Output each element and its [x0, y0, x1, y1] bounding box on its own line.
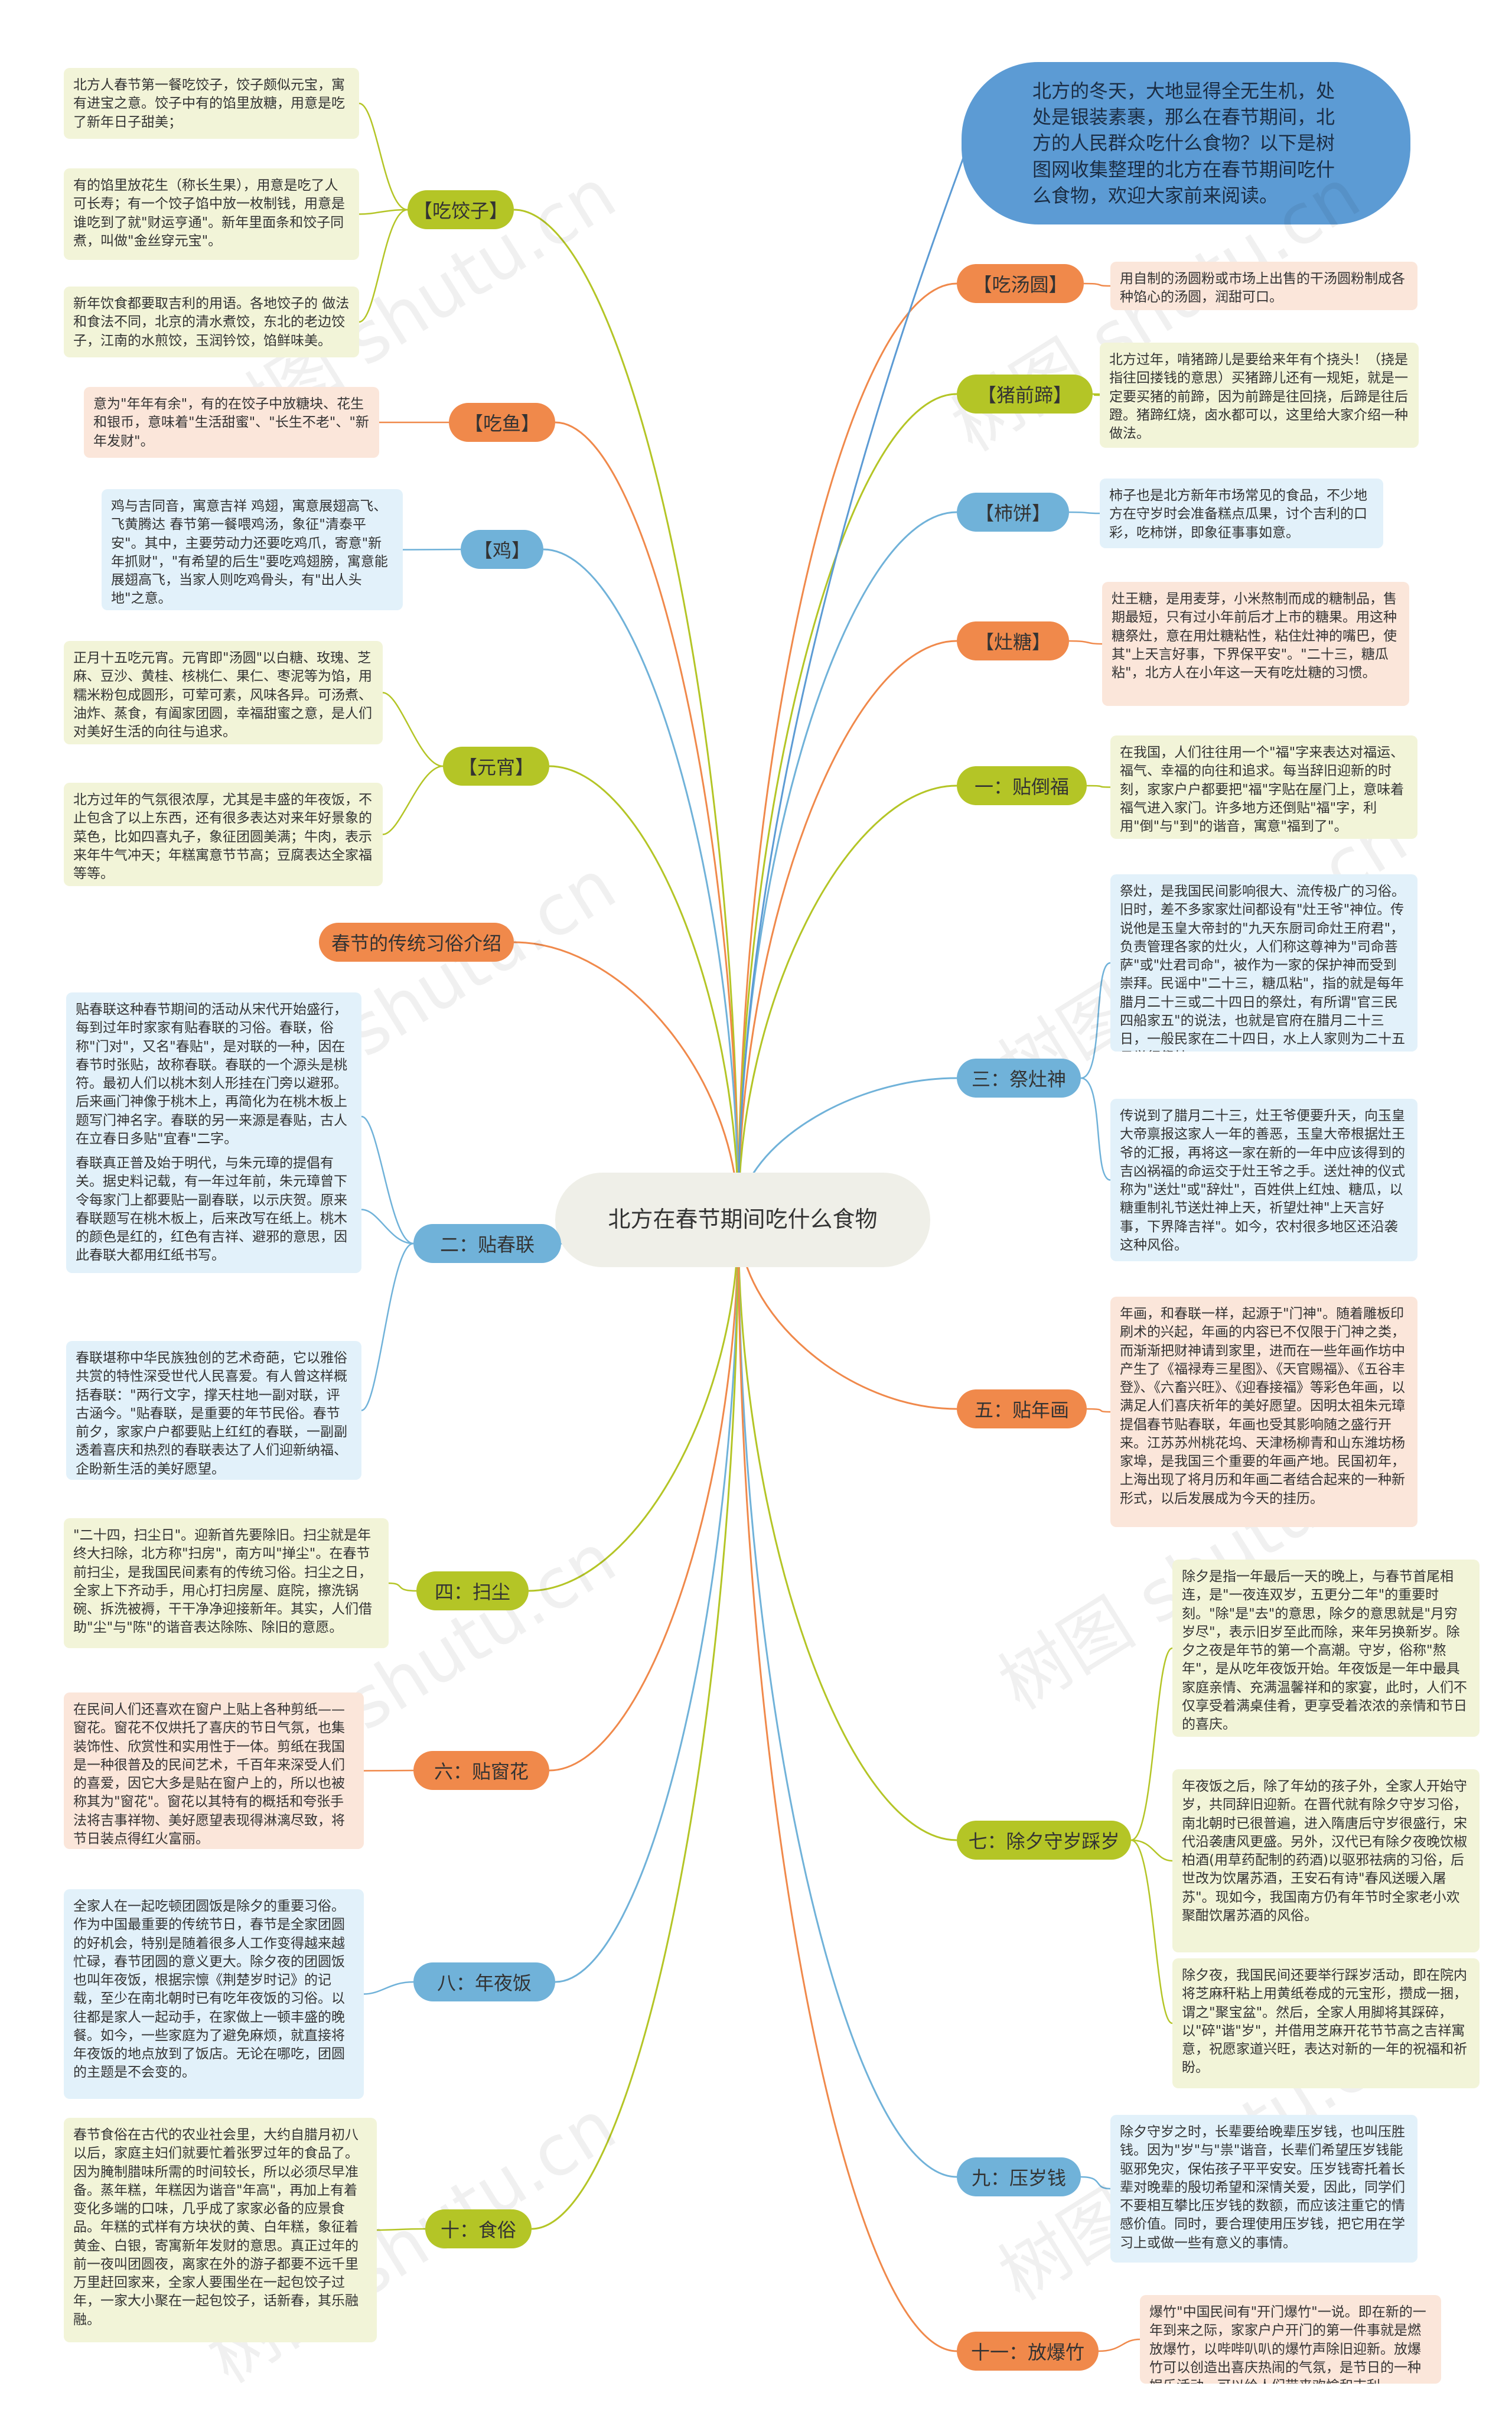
right-note-7-2: 除夕夜，我国民间还要举行踩岁活动，即在院内将芝麻秆粘上用黄纸卷成的元宝形，攒成一…	[1172, 1958, 1480, 2088]
right-note-link-3-0	[1068, 640, 1103, 645]
left-note-6-0: "二十四，扫尘日"。迎新首先要除旧。扫尘就是年终大扫除，北方称"扫房"，南方叫"…	[64, 1518, 389, 1648]
left-note-link-3-1	[382, 765, 444, 835]
left-note-0-2: 新年饮食都要取吉利的用语。各地饺子的 做法和食法不同，北京的清水煮饺，东北的老边…	[64, 287, 359, 357]
left-branch-6: 四：扫尘	[416, 1571, 529, 1610]
right-branch-link-2	[737, 511, 957, 1220]
left-note-link-5-2	[361, 1242, 414, 1411]
right-branch-link-4	[737, 785, 957, 1220]
left-note-0-0: 北方人春节第一餐吃饺子，饺子颇似元宝，寓有进宝之意。饺子中有的馅里放糖，用意是吃…	[64, 68, 359, 139]
left-note-9-0: 春节食俗在古代的农业社会里，大约自腊月初八以后，家庭主妇们就要忙着张罗过年的食品…	[64, 2118, 377, 2342]
right-note-link-9-0	[1098, 2338, 1140, 2352]
left-branch-link-1	[555, 421, 739, 1220]
right-note-0-0: 用自制的汤圆粉或市场上出售的干汤圆粉制成各种馅心的汤圆，润甜可口。	[1110, 262, 1418, 310]
left-branch-link-8	[555, 1219, 739, 1983]
left-branch-link-9	[531, 1219, 739, 2230]
right-branch-1: 【猪前蹄】	[957, 375, 1093, 414]
left-branch-link-0	[513, 209, 739, 1220]
right-branch-5: 三：祭灶神	[957, 1059, 1081, 1098]
left-note-link-3-0	[382, 692, 444, 767]
left-branch-7: 六：贴窗花	[413, 1751, 549, 1790]
left-branch-3: 【元宵】	[443, 747, 549, 786]
left-note-link-6-0	[388, 1582, 417, 1592]
left-branch-5: 二：贴春联	[413, 1224, 561, 1263]
right-branch-0: 【吃汤圆】	[957, 264, 1084, 303]
left-note-link-9-0	[376, 2228, 426, 2231]
left-branch-link-7	[549, 1219, 739, 1772]
intro-bubble: 北方的冬天，大地显得全无生机，处处是银装素裹，那么在春节期间，北方的人民群众吃什…	[962, 62, 1410, 224]
right-note-7-0: 除夕是指一年最后一天的晚上，与春节首尾相连，是"一夜连双岁，五更分二年"的重要时…	[1172, 1560, 1480, 1737]
left-note-3-0: 正月十五吃元宵。元宵即"汤圆"以白糖、玫瑰、芝麻、豆沙、黄桂、核桃仁、果仁、枣泥…	[64, 641, 383, 744]
left-note-5-2: 春联堪称中华民族独创的艺术奇葩，它以雅俗共赏的特性深受世代人民喜爱。有人曾这样概…	[66, 1341, 361, 1480]
right-note-9-0: 爆竹"中国民间有"开门爆竹"一说。即在新的一年到来之际，家家户户开门的第一件事就…	[1140, 2295, 1441, 2384]
right-note-link-6-0	[1086, 1408, 1111, 1413]
right-branch-link-7	[737, 1219, 957, 1841]
right-note-link-8-0	[1080, 2176, 1111, 2190]
right-note-1-0: 北方过年，啃猪蹄儿是要给来年有个挠头！（挠是指往回搂钱的意思）买猪蹄儿还有一规矩…	[1100, 343, 1419, 448]
left-note-0-1: 有的馅里放花生（称长生果），用意是吃了人可长寿；有一个饺子馅中放一枚制钱，用意是…	[64, 168, 359, 260]
left-note-link-5-1	[361, 1209, 414, 1245]
right-note-link-7-1	[1130, 1839, 1173, 1862]
left-branch-link-4	[513, 941, 739, 1220]
right-branch-4: 一：贴倒福	[957, 766, 1087, 805]
left-branch-2: 【鸡】	[461, 530, 543, 569]
left-note-link-8-0	[363, 1981, 414, 1995]
right-branch-link-8	[737, 1219, 957, 2178]
left-branch-8: 八：年夜饭	[413, 1962, 555, 2001]
left-note-8-0: 全家人在一起吃顿团圆饭是除夕的重要习俗。作为中国最重要的传统节日，春节是全家团圆…	[64, 1889, 364, 2099]
right-note-link-4-0	[1086, 785, 1111, 788]
right-note-6-0: 年画，和春联一样，起源于"门神"。随着雕板印刷术的兴起，年画的内容已不仅限于门神…	[1110, 1297, 1418, 1527]
right-note-5-1: 传说到了腊月二十三，灶王爷便要升天，向玉皇大帝禀报这家人一年的善恶，玉皇大帝根据…	[1110, 1099, 1418, 1261]
left-note-link-0-0	[359, 102, 408, 211]
left-branch-link-2	[543, 548, 739, 1220]
right-note-link-7-0	[1130, 1647, 1173, 1841]
left-note-5-1: 春联真正普及始于明代，与朱元璋的提倡有关。据史料记载，有一年过年前，朱元璋曾下令…	[66, 1146, 361, 1273]
left-branch-1: 【吃鱼】	[449, 403, 555, 442]
left-note-link-7-0	[363, 1769, 414, 1772]
right-note-7-1: 年夜饭之后，除了年幼的孩子外，全家人开始守岁，共同辞旧迎新。在晋代就有除夕守岁习…	[1172, 1769, 1480, 1952]
right-note-link-2-0	[1068, 511, 1100, 515]
right-branch-6: 五：贴年画	[957, 1389, 1087, 1428]
intro-link	[737, 141, 970, 1220]
right-note-link-5-0	[1080, 962, 1111, 1079]
right-branch-3: 【灶糖】	[957, 621, 1069, 660]
right-branch-link-1	[737, 393, 957, 1220]
central-topic: 北方在春节期间吃什么食物	[555, 1173, 930, 1267]
right-note-3-0: 灶王糖，是用麦芽，小米熬制而成的糖制品，售期最短，只有过小年前后才上市的糖果。用…	[1102, 582, 1409, 706]
right-note-5-0: 祭灶，是我国民间影响很大、流传极广的习俗。旧时，差不多家家灶间都设有"灶王爷"神…	[1110, 874, 1418, 1052]
right-note-link-5-1	[1080, 1077, 1111, 1181]
right-note-link-0-0	[1083, 282, 1111, 287]
right-branch-9: 十一：放爆竹	[957, 2332, 1099, 2371]
right-note-2-0: 柿子也是北方新年市场常见的食品，不少地方在守岁时会准备糕点瓜果，讨个吉利的口彩，…	[1100, 479, 1383, 548]
left-branch-0: 【吃饺子】	[408, 190, 514, 229]
left-note-link-0-1	[359, 209, 408, 215]
left-note-7-0: 在民间人们还喜欢在窗户上贴上各种剪纸——窗花。窗花不仅烘托了喜庆的节日气氛，也集…	[64, 1692, 364, 1849]
right-note-4-0: 在我国，人们往往用一个"福"字来表达对福运、福气、幸福的向往和追求。每当辞旧迎新…	[1110, 735, 1418, 839]
right-note-link-1-0	[1092, 393, 1102, 396]
right-note-link-7-2	[1130, 1839, 1173, 2024]
left-note-link-0-2	[359, 209, 408, 323]
left-note-2-0: 鸡与吉同音，寓意吉祥 鸡翅，寓意展翅高飞、飞黄腾达 春节第一餐喂鸡汤，象征"清泰…	[102, 489, 403, 610]
right-note-8-0: 除夕守岁之时，长辈要给晚辈压岁钱，也叫压胜钱。因为"岁"与"祟"谐音，长辈们希望…	[1110, 2115, 1418, 2263]
left-branch-link-3	[549, 765, 739, 1220]
right-branch-7: 七：除夕守岁踩岁	[957, 1821, 1131, 1860]
right-branch-link-3	[737, 640, 957, 1220]
left-branch-4: 春节的传统习俗介绍	[319, 923, 514, 962]
right-branch-link-9	[737, 1219, 957, 2352]
left-branch-9: 十：食俗	[425, 2209, 532, 2248]
left-note-link-5-0	[361, 1115, 414, 1245]
left-note-3-1: 北方过年的气氛很浓厚，尤其是丰盛的年夜饭，不止包含了以上东西，还有很多表达对来年…	[64, 783, 383, 886]
right-branch-8: 九：压岁钱	[957, 2157, 1081, 2196]
left-note-1-0: 意为"年年有余"，有的在饺子中放糖块、花生和银币，意味着"生活甜蜜"、"长生不老…	[84, 387, 379, 458]
left-branch-link-6	[528, 1219, 739, 1592]
left-note-link-2-0	[402, 548, 461, 551]
right-branch-2: 【柿饼】	[957, 493, 1069, 532]
